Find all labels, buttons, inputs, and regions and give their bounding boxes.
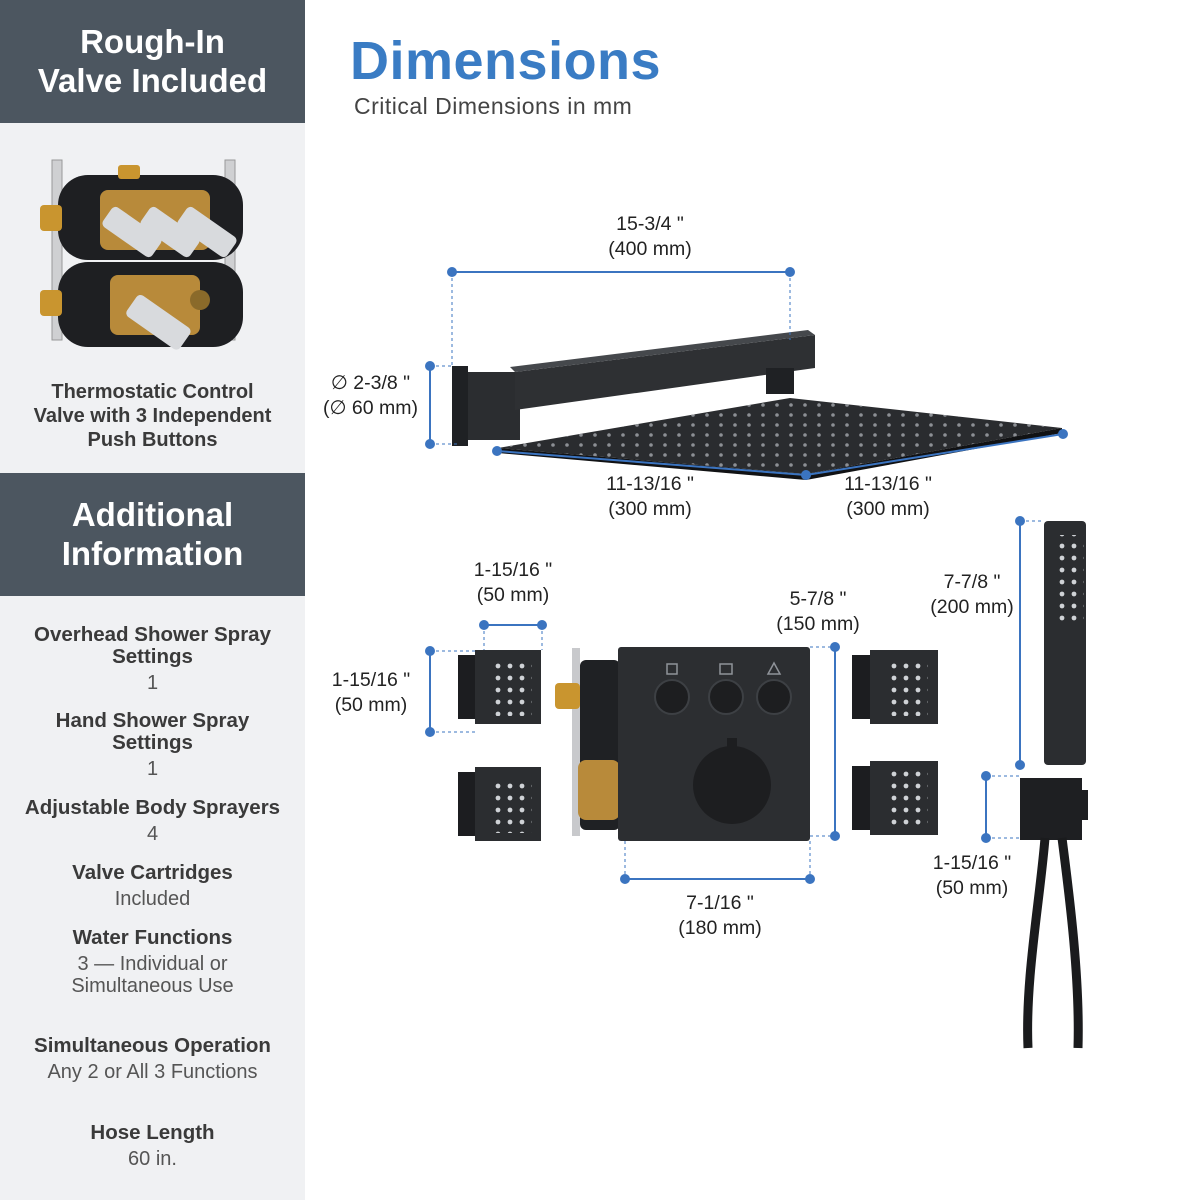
- dim-mm: (400 mm): [608, 238, 692, 260]
- dim-arm-length: 15-3/4 " (400 mm): [570, 212, 730, 262]
- dim-inch: 15-3/4 ": [616, 213, 684, 235]
- spec-label: Adjustable Body Sprayers: [24, 796, 281, 819]
- component-extension-lines: [430, 520, 1044, 879]
- spec-label: Valve Cartridges: [72, 861, 233, 884]
- dim-inch: 11-13/16 ": [844, 473, 932, 495]
- spec-value: 3 — Individual or: [77, 953, 228, 975]
- spec-value: 4: [146, 823, 159, 845]
- page-subtitle: Critical Dimensions in mm: [354, 93, 633, 119]
- rough-in-valve-image: [40, 159, 243, 350]
- spec-water-functions: Water Functions 3 — Individual or Simult…: [0, 927, 305, 998]
- dim-inch: 7-1/16 ": [686, 892, 754, 914]
- hand-shower: [1020, 521, 1088, 1049]
- dim-mm: (50 mm): [334, 694, 408, 716]
- head-dimension-lines: [425, 267, 1068, 480]
- dim-mm: (∅ 60 mm): [323, 397, 418, 419]
- dim-inch: 1-15/16 ": [932, 852, 1012, 874]
- body-jet-top-left: [458, 650, 541, 724]
- dim-arm-diameter: ∅ 2-3/8 " (∅ 60 mm): [313, 371, 428, 421]
- spec-simultaneous-operation: Simultaneous Operation Any 2 or All 3 Fu…: [0, 1035, 305, 1084]
- dim-holder-height: 1-15/16 " (50 mm): [912, 851, 1032, 901]
- spec-label: Hand Shower Spray: [55, 709, 250, 732]
- rough-in-header-line2: Valve Included: [37, 61, 268, 99]
- dim-inch: 7-7/8 ": [943, 571, 1001, 593]
- dim-inch: 1-15/16 ": [473, 559, 553, 581]
- page-title: Dimensions: [350, 31, 662, 91]
- dim-handshower-length: 7-7/8 " (200 mm): [914, 570, 1030, 620]
- spec-hand-shower-spray: Hand Shower Spray Settings 1: [0, 710, 305, 781]
- spec-label: Overhead Shower Spray: [34, 623, 271, 646]
- dim-mm: (300 mm): [608, 498, 692, 520]
- rain-shower-head: [452, 330, 1062, 480]
- dim-mm: (180 mm): [678, 917, 762, 939]
- dim-head-depth: 11-13/16 " (300 mm): [818, 472, 958, 522]
- dim-inch: 1-15/16 ": [331, 669, 411, 691]
- dim-jet-height: 1-15/16 " (50 mm): [312, 668, 430, 718]
- spec-body-sprayers: Adjustable Body Sprayers 4: [0, 797, 305, 846]
- valve-trim-plate: [555, 647, 810, 841]
- dim-inch: 11-13/16 ": [606, 473, 694, 495]
- spec-value: 1: [146, 758, 159, 780]
- dim-head-width: 11-13/16 " (300 mm): [580, 472, 720, 522]
- dim-mm: (200 mm): [930, 596, 1014, 618]
- spec-value: 1: [146, 672, 159, 694]
- body-jet-bottom-left: [458, 767, 541, 841]
- dim-inch: 5-7/8 ": [789, 588, 847, 610]
- dim-mm: (300 mm): [846, 498, 930, 520]
- dim-mm: (150 mm): [776, 613, 860, 635]
- dim-jet-width: 1-15/16 " (50 mm): [453, 558, 573, 608]
- spec-label-line2: Settings: [112, 645, 193, 668]
- spec-value-line2: Simultaneous Use: [71, 975, 234, 997]
- spec-label: Hose Length: [90, 1121, 215, 1144]
- dim-mm: (50 mm): [476, 584, 550, 606]
- spec-label-line2: Settings: [112, 731, 193, 754]
- valve-description-line1: Thermostatic Control: [51, 381, 254, 403]
- body-jet-top-right: [852, 650, 938, 724]
- dim-valve-width: 7-1/16 " (180 mm): [660, 891, 780, 941]
- sidebar: Rough-In Valve Included Thermostatic Con…: [0, 0, 305, 1200]
- body-jet-bottom-right: [852, 761, 938, 835]
- additional-info-header-line1: Additional: [71, 495, 234, 533]
- spec-value: Any 2 or All 3 Functions: [47, 1061, 258, 1083]
- spec-hose-length: Hose Length 60 in.: [0, 1122, 305, 1171]
- additional-info-header-line2: Information: [61, 534, 244, 572]
- dim-inch: ∅ 2-3/8 ": [330, 372, 411, 394]
- valve-description-line2: Valve with 3 Independent: [33, 405, 272, 427]
- valve-description-line3: Push Buttons: [87, 429, 218, 451]
- spec-value: Included: [114, 888, 191, 910]
- valve-description: Thermostatic Control Valve with 3 Indepe…: [0, 380, 305, 452]
- head-extension-lines: [430, 272, 791, 445]
- dim-valve-height: 5-7/8 " (150 mm): [758, 587, 878, 637]
- spec-overhead-spray: Overhead Shower Spray Settings 1: [0, 624, 305, 695]
- spec-label: Simultaneous Operation: [34, 1034, 271, 1057]
- component-dimension-lines: [425, 516, 1025, 884]
- spec-label: Water Functions: [72, 926, 233, 949]
- additional-info-header: Additional Information: [0, 473, 305, 596]
- dim-mm: (50 mm): [935, 877, 1009, 899]
- rough-in-header: Rough-In Valve Included: [0, 0, 305, 123]
- spec-value: 60 in.: [128, 1148, 177, 1170]
- spec-valve-cartridges: Valve Cartridges Included: [0, 862, 305, 911]
- rough-in-header-line1: Rough-In: [80, 22, 225, 60]
